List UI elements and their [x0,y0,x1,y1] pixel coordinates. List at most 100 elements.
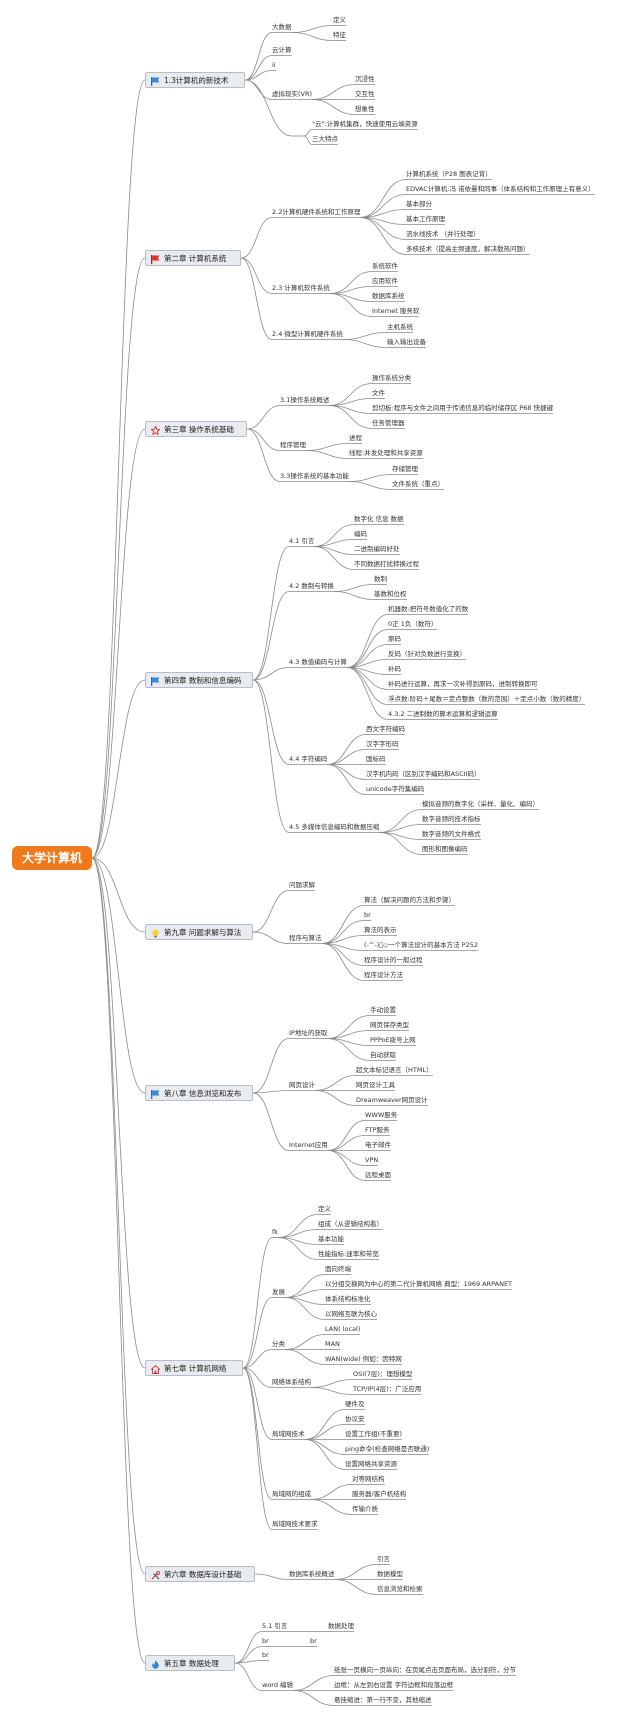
topic-node[interactable]: 以网络互联为核心 [325,1310,377,1318]
topic-node[interactable]: 数字音频的文件格式 [422,830,481,838]
topic-node[interactable]: 4.1 引言 [289,537,315,545]
branch-chapter-3[interactable]: 第三章 操作系统基础 [145,421,247,437]
topic-node[interactable]: 发展 [272,1288,285,1296]
topic-node[interactable]: 手动设置 [370,1006,396,1014]
topic-node[interactable]: 定义 [318,1205,331,1213]
topic-node[interactable]: 原码 [388,635,401,643]
topic-node[interactable]: fk [272,1228,279,1236]
topic-node[interactable]: 剪切板:程序与文件之间用于传递信息的临时储存区 P68 快捷键 [372,404,554,412]
topic-node[interactable]: 虚拟现实(VR) [272,90,313,98]
topic-node[interactable]: 网页设计工具 [356,1081,395,1089]
topic-node[interactable]: 2.3 计算机软件系统 [272,284,330,292]
topic-node[interactable]: 国标码 [366,755,386,763]
topic-node[interactable]: 局域网的组成 [272,1490,311,1498]
topic-node[interactable]: 5.1 引言 [262,1622,288,1630]
topic-node[interactable]: 程序设计方法 [364,971,403,979]
topic-node[interactable]: br [262,1651,269,1659]
topic-node[interactable]: 线程:并发处理和共享资源 [349,449,423,457]
topic-node[interactable]: 基本工作原理 [406,215,445,223]
branch-chapter-5[interactable]: 第五章 数据处理 [145,1655,235,1671]
topic-node[interactable]: 交互性 [355,90,375,98]
topic-node[interactable]: unicode字符集编码 [366,785,425,793]
topic-node[interactable]: Internet 服务软 [372,307,420,315]
topic-node[interactable]: 数字音频的技术指标 [422,815,481,823]
topic-node[interactable]: 补码进行运算，再求一次补得到原码，进制转换即可 [388,680,538,688]
topic-node[interactable]: EDVAC计算机:冯 诺依曼和同事（体系结构和工作原理上有意义） [406,185,595,193]
topic-node[interactable]: 问题求解 [289,881,315,889]
topic-node[interactable]: VPN [365,1156,379,1164]
topic-node[interactable]: 体系结构标准化 [325,1295,371,1303]
topic-node[interactable]: 文件 [372,389,385,397]
topic-node[interactable]: 信息浏览和检索 [377,1585,423,1593]
topic-node[interactable]: 数字化 信息 数据 [354,515,404,523]
topic-node[interactable]: 西文字符编码 [366,725,405,733]
branch-new-technology[interactable]: 1.3计算机的新技术 [145,72,245,88]
topic-node[interactable]: 三大特点 [312,135,338,143]
topic-node[interactable]: 2.2计算机硬件系统和工作原理 [272,208,361,216]
topic-node[interactable]: 主机系统 [387,323,413,331]
topic-node[interactable]: TCP/IP(4层)：广泛应用 [353,1385,422,1393]
topic-node[interactable]: 设置网络共享资源 [345,1460,397,1468]
topic-node[interactable]: 程序设计的一般过程 [364,956,423,964]
topic-node[interactable]: 云计算 [272,46,292,54]
topic-node[interactable]: ping命令(检查网络是否联通) [345,1445,430,1453]
topic-node[interactable]: 局域网技术 [272,1430,305,1438]
topic-node[interactable]: 算法的表示 [364,926,397,934]
topic-node[interactable]: 数据模型 [377,1570,403,1578]
topic-node[interactable]: br [310,1637,317,1645]
topic-node[interactable]: 汉字字形码 [366,740,399,748]
topic-node[interactable]: 图形和图像编码 [422,845,468,853]
topic-node[interactable]: 网页设计 [289,1081,315,1089]
topic-node[interactable]: WAN(wide) 例如：因特网 [325,1355,402,1363]
topic-node[interactable]: 反码（针对负数进行变换） [388,650,466,658]
topic-node[interactable]: 网络体系结构 [272,1378,311,1386]
topic-node[interactable]: 局域网技术要求 [272,1520,318,1528]
topic-node[interactable]: 大数据 [272,23,292,31]
topic-node[interactable]: 输入输出设备 [387,338,426,346]
topic-node[interactable]: 悬挂缩进：第一行不变，其他缩进 [334,1696,432,1704]
topic-node[interactable]: 数据库系统 [372,292,405,300]
topic-node[interactable]: 编码 [354,530,367,538]
topic-node[interactable]: 分类 [272,1340,285,1348]
branch-chapter-4[interactable]: 第四章 数制和信息编码 [145,672,253,688]
topic-node[interactable]: (-^-)ﾞ◇一个算法设计的基本方法 P252 [364,941,479,949]
topic-node[interactable]: 补码 [388,665,401,673]
topic-node[interactable]: 程序管理 [280,441,306,449]
topic-node[interactable]: 组成（从逻辑结构看） [318,1220,383,1228]
topic-node[interactable]: 特征 [333,31,346,39]
topic-node[interactable]: 协议安 [345,1415,365,1423]
topic-node[interactable]: 传输介质 [352,1505,378,1513]
topic-node[interactable]: 4.2 数制与转换 [289,582,334,590]
topic-node[interactable]: 2.4 微型计算机硬件系统 [272,330,343,338]
topic-node[interactable]: 面向终端 [325,1265,351,1273]
topic-node[interactable]: 多核技术（提高主频速度，解决散热问题） [406,245,530,253]
topic-node[interactable]: 4.3 数值编码与计算 [289,658,347,666]
topic-node[interactable]: word 编辑 [262,1681,294,1689]
topic-node[interactable]: 硬件及 [345,1400,365,1408]
topic-node[interactable]: 二进制编码好处 [354,545,400,553]
topic-node[interactable]: 服务器/客户机结构 [352,1490,407,1498]
topic-node[interactable]: 数据库系统概述 [289,1570,335,1578]
topic-node[interactable]: 任务管理器 [372,419,405,427]
topic-node[interactable]: 浮点数:阶码＋尾数＝定点整数（数的范围）＋定点小数（数的精度） [388,695,586,703]
topic-node[interactable]: 存储管理 [392,465,418,473]
topic-node[interactable]: 3.1操作系统概述 [280,396,330,404]
topic-node[interactable]: 流水线技术 （并行处理） [406,230,480,238]
topic-node[interactable]: 想象性 [355,105,375,113]
topic-node[interactable]: 不同数据打扰转换过程 [354,560,419,568]
topic-node[interactable]: 电子邮件 [365,1141,391,1149]
topic-node[interactable]: 进程 [349,434,362,442]
topic-node[interactable]: 系统软件 [372,262,398,270]
branch-chapter-6[interactable]: 第六章 数据库设计基础 [145,1566,255,1582]
topic-node[interactable]: 数据处理 [328,1622,354,1630]
branch-chapter-9[interactable]: 第九章 问题求解与算法 [145,924,253,940]
topic-node[interactable]: Internet应用 [289,1141,328,1149]
topic-node[interactable]: Dreamweaver网页设计 [356,1096,428,1104]
topic-node[interactable]: 超文本标记语言（HTML） [356,1066,433,1074]
topic-node[interactable]: MAN [325,1340,340,1348]
topic-node[interactable]: 算法（解决问题的方法和步骤） [364,896,455,904]
topic-node[interactable]: 设置工作组(不重要) [345,1430,403,1438]
topic-node[interactable]: LAN( local) [325,1325,361,1333]
topic-node[interactable]: 机器数:把符号数值化了的数 [388,605,469,613]
branch-chapter-8[interactable]: 第八章 信息浏览和发布 [145,1085,253,1101]
